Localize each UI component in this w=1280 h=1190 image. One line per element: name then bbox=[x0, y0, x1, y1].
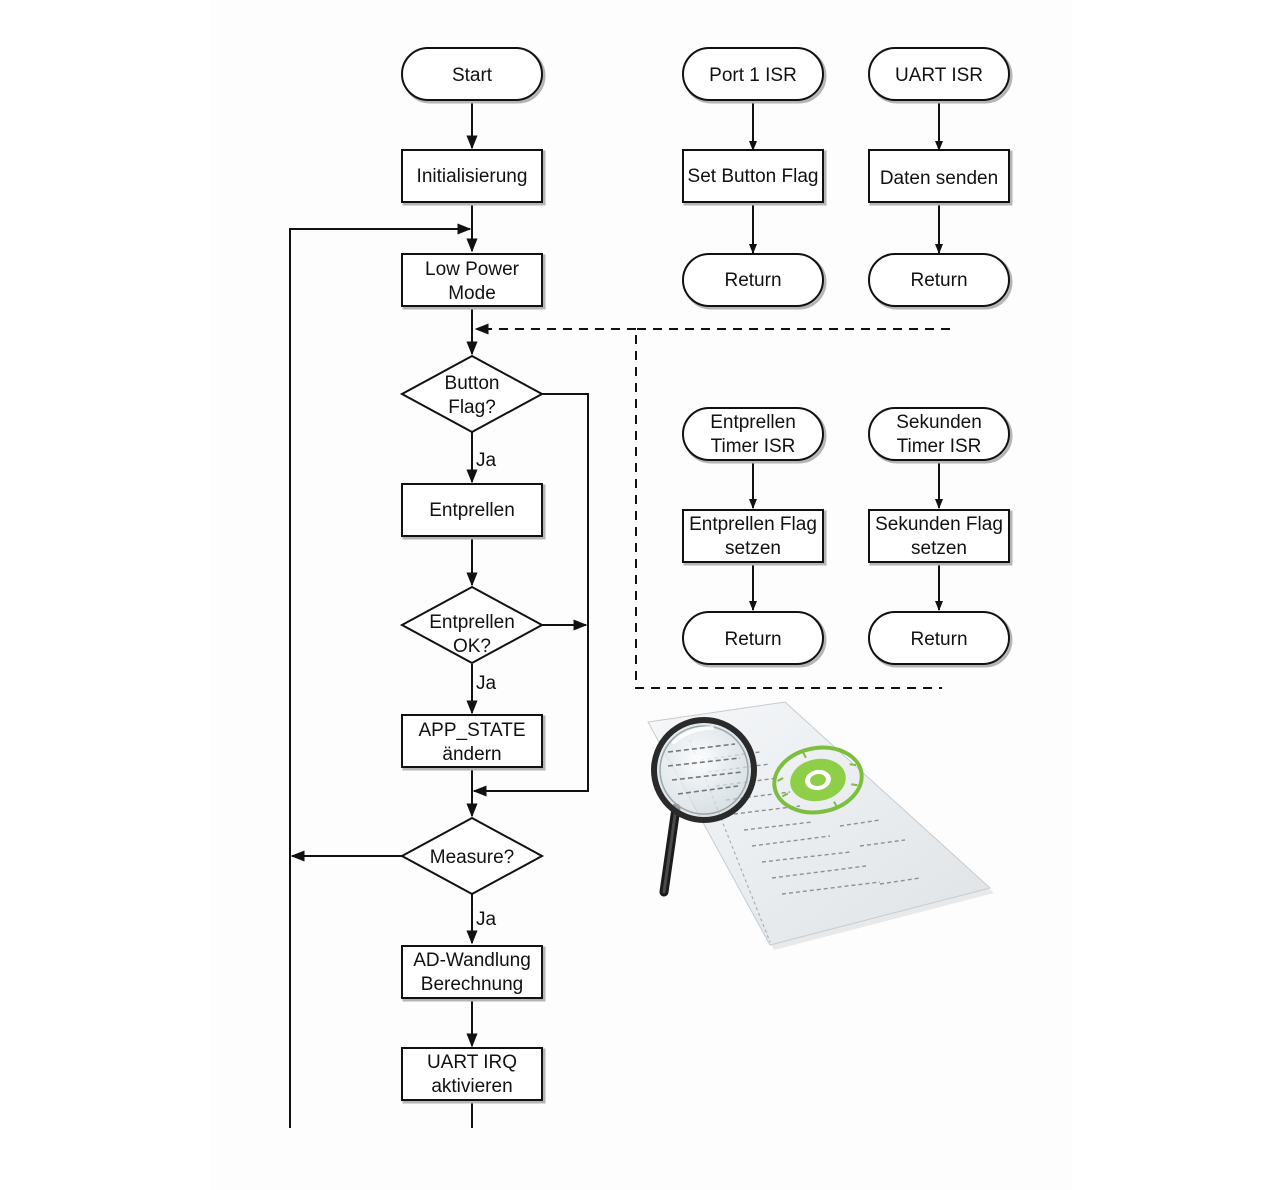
isr-entprellen-timer: Entprellen Timer ISR Entprellen Flag set… bbox=[682, 407, 827, 668]
entprellen-timer-return-label: Return bbox=[724, 629, 781, 650]
app-state-line-2: ändern bbox=[442, 744, 501, 765]
entprellen-ok-line-1: Entprellen bbox=[429, 612, 515, 633]
process-ad-wandlung: AD-Wandlung Berechnung bbox=[401, 945, 546, 1002]
low-power-line-2: Mode bbox=[448, 283, 496, 304]
low-power-line-1: Low Power bbox=[425, 259, 520, 280]
sekunden-timer-return-label: Return bbox=[910, 629, 967, 650]
set-button-flag-label: Set Button Flag bbox=[688, 166, 819, 187]
sekunden-timer-line-1: Sekunden bbox=[896, 412, 982, 433]
ad-wandlung-line-2: Berechnung bbox=[421, 974, 523, 995]
uart-irq-line-2: aktivieren bbox=[431, 1076, 512, 1097]
arrow-button-no-bypass bbox=[472, 393, 589, 797]
isr-uart-action: Daten senden bbox=[868, 149, 1013, 206]
uart-isr-label: UART ISR bbox=[895, 65, 983, 86]
terminal-start: Start bbox=[401, 47, 546, 104]
init-label: Initialisierung bbox=[417, 166, 528, 187]
entprellen-ok-line-2: OK? bbox=[453, 636, 491, 657]
yes-label-3: Ja bbox=[476, 909, 497, 930]
isr-uart-return: Return bbox=[868, 253, 1013, 310]
isr-port1-action: Set Button Flag bbox=[682, 149, 827, 206]
isr-uart: UART ISR Daten senden Return bbox=[868, 47, 1013, 310]
sekunden-flag-line-2: setzen bbox=[911, 538, 967, 559]
isr-entprellen-timer-return: Return bbox=[682, 611, 827, 668]
isr-uart-start: UART ISR bbox=[868, 47, 1013, 104]
entprellen-label: Entprellen bbox=[429, 500, 515, 521]
magnifier-icon bbox=[651, 717, 757, 897]
entprellen-flag-line-1: Entprellen Flag bbox=[689, 514, 817, 535]
process-uart-irq: UART IRQ aktivieren bbox=[401, 1047, 546, 1104]
daten-senden-label: Daten senden bbox=[880, 168, 998, 189]
arrow-loop-back bbox=[289, 223, 472, 1128]
process-low-power-mode: Low Power Mode bbox=[401, 253, 546, 310]
certificate-magnifier-illustration bbox=[647, 701, 994, 950]
button-flag-line-2: Flag? bbox=[448, 397, 496, 418]
entprellen-timer-line-1: Entprellen bbox=[710, 412, 796, 433]
start-label: Start bbox=[452, 65, 493, 86]
uart-return-label: Return bbox=[910, 270, 967, 291]
process-app-state: APP_STATE ändern bbox=[401, 714, 546, 771]
isr-entprellen-timer-action: Entprellen Flag setzen bbox=[682, 509, 827, 566]
yes-label-2: Ja bbox=[476, 673, 497, 694]
entprellen-flag-line-2: setzen bbox=[725, 538, 781, 559]
app-state-line-1: APP_STATE bbox=[419, 720, 526, 741]
main-flow-connectors bbox=[289, 100, 950, 1128]
port1-isr-label: Port 1 ISR bbox=[709, 65, 797, 86]
measure-label: Measure? bbox=[430, 847, 515, 868]
port1-return-label: Return bbox=[724, 270, 781, 291]
isr-port1-start: Port 1 ISR bbox=[682, 47, 827, 104]
entprellen-timer-line-2: Timer ISR bbox=[711, 436, 796, 457]
isr-entprellen-timer-start: Entprellen Timer ISR bbox=[682, 407, 827, 464]
uart-irq-line-1: UART IRQ bbox=[427, 1052, 517, 1073]
decision-button-flag: Button Flag? bbox=[399, 354, 545, 434]
process-entprellen: Entprellen bbox=[401, 483, 546, 540]
decision-entprellen-ok: Entprellen OK? bbox=[399, 585, 545, 665]
isr-sekunden-timer-action: Sekunden Flag setzen bbox=[868, 509, 1013, 566]
sekunden-flag-line-1: Sekunden Flag bbox=[875, 514, 1003, 535]
isr-port1-return: Return bbox=[682, 253, 827, 310]
button-flag-line-1: Button bbox=[445, 373, 500, 394]
isr-port1: Port 1 ISR Set Button Flag Return bbox=[682, 47, 827, 310]
sekunden-timer-line-2: Timer ISR bbox=[897, 436, 982, 457]
certificate-seal bbox=[772, 745, 864, 815]
isr-sekunden-timer: Sekunden Timer ISR Sekunden Flag setzen … bbox=[868, 407, 1013, 668]
ad-wandlung-line-1: AD-Wandlung bbox=[413, 950, 531, 971]
decision-measure: Measure? bbox=[399, 816, 545, 896]
isr-sekunden-timer-return: Return bbox=[868, 611, 1013, 668]
yes-label-1: Ja bbox=[476, 450, 497, 471]
isr-sekunden-timer-start: Sekunden Timer ISR bbox=[868, 407, 1013, 464]
process-initialisierung: Initialisierung bbox=[401, 149, 546, 206]
